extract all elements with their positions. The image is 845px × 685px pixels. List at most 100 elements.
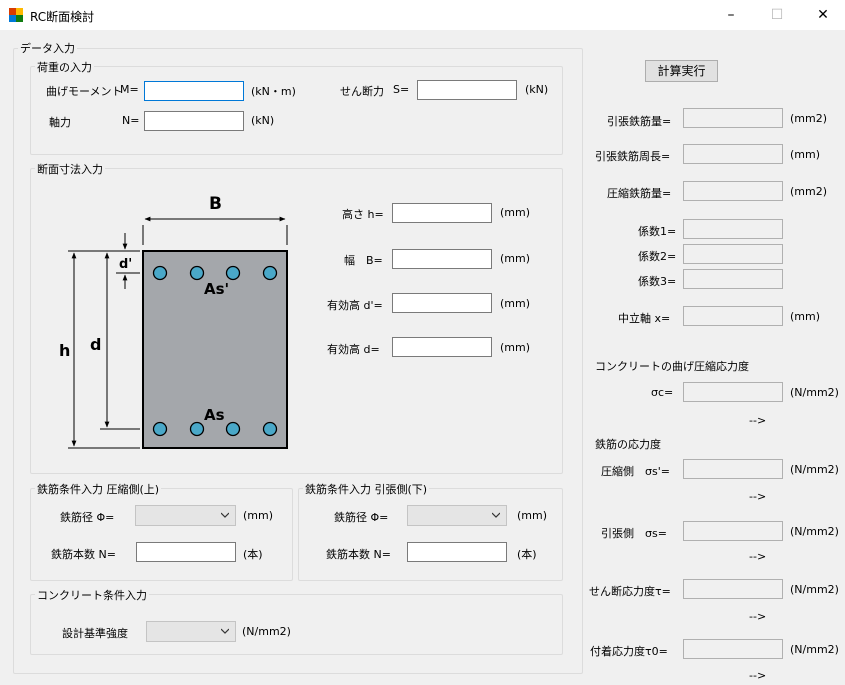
sigma-s-tens-output[interactable]: [683, 521, 783, 541]
shear-stress-label: せん断応力度τ=: [589, 585, 671, 598]
tension-perimeter-unit: (mm): [790, 148, 821, 161]
bond-stress-output[interactable]: [683, 639, 783, 659]
height-label: 高さ h=: [342, 208, 384, 221]
width-input[interactable]: [392, 249, 492, 269]
section-input-group: [30, 168, 563, 474]
bottom-rebar: [225, 421, 241, 437]
steel-stress-heading: 鉄筋の応力度: [595, 438, 661, 451]
concrete-legend: コンクリート条件入力: [35, 587, 149, 603]
axial-label: 軸力: [49, 116, 71, 129]
eff-d-label: 有効高 d=: [327, 343, 380, 356]
concrete-stress-heading: コンクリートの曲げ圧縮応力度: [595, 360, 749, 373]
width-unit: (mm): [500, 252, 531, 265]
as-prime-label: As': [204, 280, 229, 298]
load-input-legend: 荷重の入力: [35, 59, 94, 75]
b-label: B: [209, 194, 222, 214]
coef3-output[interactable]: [683, 269, 783, 289]
sigma-c-output[interactable]: [683, 382, 783, 402]
comp-area-output[interactable]: [683, 181, 783, 201]
neutral-axis-unit: (mm): [790, 310, 821, 323]
top-rebar: [262, 265, 278, 281]
tens-count-unit: (本): [517, 548, 537, 561]
minimize-button[interactable]: –: [727, 7, 735, 23]
app-icon: [9, 8, 23, 22]
shear-input[interactable]: [417, 80, 517, 100]
eff-d-prime-label: 有効高 d'=: [327, 299, 383, 312]
eff-d-input[interactable]: [392, 337, 492, 357]
coef1-output[interactable]: [683, 219, 783, 239]
bond-stress-unit: (N/mm2): [790, 643, 839, 656]
data-input-legend: データ入力: [18, 40, 77, 56]
bond-stress-label: 付着応力度τ0=: [590, 645, 668, 658]
sigma-s-tens-arrow: -->: [749, 550, 767, 563]
tension-area-output[interactable]: [683, 108, 783, 128]
axial-unit: (kN): [251, 114, 275, 127]
strength-unit: (N/mm2): [242, 625, 291, 638]
close-button[interactable]: ✕: [817, 7, 829, 23]
tension-area-unit: (mm2): [790, 112, 828, 125]
neutral-axis-output[interactable]: [683, 306, 783, 326]
bond-stress-arrow: -->: [749, 669, 767, 682]
eff-d-unit: (mm): [500, 341, 531, 354]
tens-diameter-label: 鉄筋径 Φ=: [334, 511, 389, 524]
h-label: h: [59, 341, 70, 360]
shear-unit: (kN): [525, 83, 549, 96]
shear-label: せん断力: [340, 85, 384, 98]
coef3-label: 係数3=: [638, 275, 677, 288]
tens-diameter-select[interactable]: [407, 505, 507, 526]
coef2-output[interactable]: [683, 244, 783, 264]
data-input-group: [13, 48, 583, 674]
axial-input[interactable]: [144, 111, 244, 131]
axial-symbol: N=: [122, 114, 140, 127]
tens-count-label: 鉄筋本数 N=: [326, 548, 391, 561]
calc-button[interactable]: 計算実行: [645, 60, 718, 82]
window-title: RC断面検討: [30, 10, 95, 24]
moment-input[interactable]: [144, 81, 244, 101]
tension-area-label: 引張鉄筋量=: [607, 115, 672, 128]
tens-diameter-unit: (mm): [517, 509, 548, 522]
comp-diameter-label: 鉄筋径 Φ=: [60, 511, 115, 524]
bottom-rebar: [262, 421, 278, 437]
top-rebar: [152, 265, 168, 281]
chevron-down-icon: [221, 512, 229, 518]
comp-area-label: 圧縮鉄筋量=: [607, 187, 672, 200]
maximize-button[interactable]: ☐: [770, 7, 784, 23]
as-label: As: [204, 406, 225, 424]
section-diagram: B h d d' As' As: [59, 194, 288, 449]
sigma-c-label: σc=: [651, 386, 674, 399]
sigma-s-comp-unit: (N/mm2): [790, 463, 839, 476]
rebar-tension-legend: 鉄筋条件入力 引張側(下): [303, 481, 430, 497]
top-rebar: [225, 265, 241, 281]
sigma-c-arrow: -->: [749, 414, 767, 427]
d-label: d: [90, 335, 101, 354]
shear-symbol: S=: [393, 83, 410, 96]
sigma-s-tens-unit: (N/mm2): [790, 525, 839, 538]
coef2-label: 係数2=: [638, 250, 677, 263]
d-prime-label: d': [119, 257, 132, 272]
comp-area-unit: (mm2): [790, 185, 828, 198]
eff-d-prime-input[interactable]: [392, 293, 492, 313]
coef1-label: 係数1=: [638, 225, 677, 238]
rebar-compression-legend: 鉄筋条件入力 圧縮側(上): [35, 481, 162, 497]
tension-perimeter-label: 引張鉄筋周長=: [595, 150, 671, 163]
moment-symbol: M=: [120, 83, 139, 96]
sigma-s-tens-label: 引張側 σs=: [601, 527, 667, 540]
comp-count-input[interactable]: [136, 542, 236, 562]
concrete-group: [30, 594, 563, 655]
rebar-tension-group: [298, 488, 563, 581]
width-label: 幅 B=: [344, 254, 383, 267]
height-input[interactable]: [392, 203, 492, 223]
sigma-s-comp-output[interactable]: [683, 459, 783, 479]
neutral-axis-label: 中立軸 x=: [618, 312, 671, 325]
chevron-down-icon: [221, 628, 229, 634]
tens-count-input[interactable]: [407, 542, 507, 562]
comp-diameter-select[interactable]: [135, 505, 236, 526]
comp-count-unit: (本): [243, 548, 263, 561]
shear-stress-output[interactable]: [683, 579, 783, 599]
strength-select[interactable]: [146, 621, 236, 642]
shear-stress-unit: (N/mm2): [790, 583, 839, 596]
title-bar: [0, 0, 845, 30]
sigma-s-comp-arrow: -->: [749, 490, 767, 503]
moment-label: 曲げモーメント: [46, 85, 123, 98]
tension-perimeter-output[interactable]: [683, 144, 783, 164]
